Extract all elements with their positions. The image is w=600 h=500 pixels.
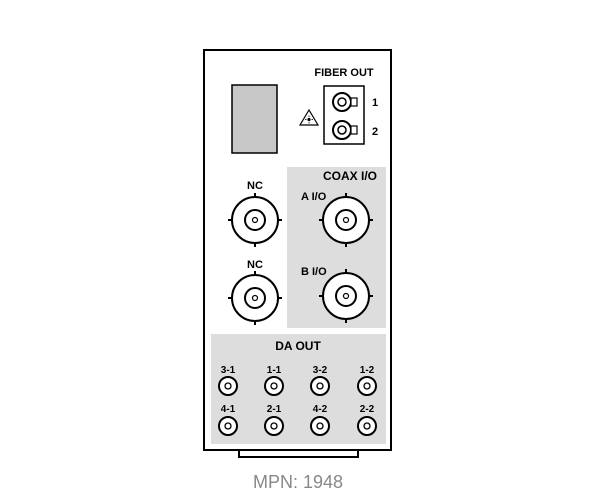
a-io-label: A I/O xyxy=(301,191,327,203)
fiber-port-1-label: 1 xyxy=(372,97,378,109)
bnc-nc-1[interactable] xyxy=(228,193,282,247)
da-connector[interactable] xyxy=(264,416,284,436)
da-label: 1-2 xyxy=(360,365,375,376)
mpn-label: MPN: 1948 xyxy=(253,472,343,492)
laser-warning-icon xyxy=(298,108,320,126)
da-label: 1-1 xyxy=(267,365,282,376)
da-label: 3-2 xyxy=(313,365,328,376)
da-out-title: DA OUT xyxy=(275,339,321,353)
bnc-nc-2[interactable] xyxy=(228,271,282,325)
label-block xyxy=(231,84,278,154)
da-connector[interactable] xyxy=(218,416,238,436)
da-label: 4-2 xyxy=(313,404,328,415)
coax-io-title: COAX I/O xyxy=(323,169,377,183)
b-io-label: B I/O xyxy=(301,266,327,278)
panel-tab xyxy=(238,449,359,458)
fiber-out-title: FIBER OUT xyxy=(314,67,374,79)
fiber-port-2-label: 2 xyxy=(372,126,378,138)
da-connector[interactable] xyxy=(357,416,377,436)
nc-label-1: NC xyxy=(247,180,263,192)
bnc-a-io[interactable] xyxy=(319,193,373,247)
bnc-b-io[interactable] xyxy=(319,269,373,323)
da-label: 4-1 xyxy=(221,404,236,415)
da-connector[interactable] xyxy=(310,416,330,436)
fiber-port-1[interactable] xyxy=(332,92,358,112)
da-label: 3-1 xyxy=(221,365,236,376)
da-connector[interactable] xyxy=(264,376,284,396)
nc-label-2: NC xyxy=(247,259,263,271)
da-connector[interactable] xyxy=(310,376,330,396)
fiber-connector-block[interactable] xyxy=(323,85,365,145)
da-connector[interactable] xyxy=(218,376,238,396)
fiber-port-2[interactable] xyxy=(332,120,358,140)
da-label: 2-1 xyxy=(267,404,282,415)
da-label: 2-2 xyxy=(360,404,375,415)
da-connector[interactable] xyxy=(357,376,377,396)
da-out-section xyxy=(211,334,386,444)
